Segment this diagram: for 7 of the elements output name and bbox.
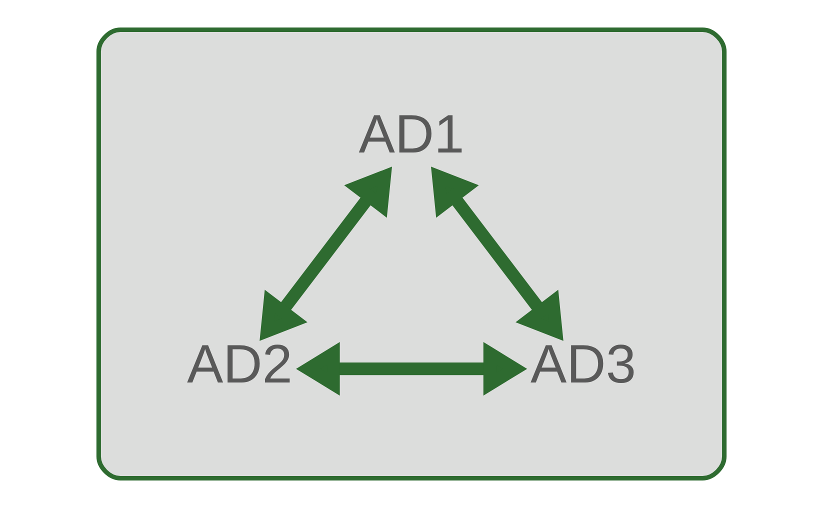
node-text: AD3 xyxy=(530,334,636,394)
cluster xyxy=(96,28,727,480)
arrow xyxy=(431,166,564,341)
node-text: AD1 xyxy=(358,104,464,165)
node-text: AD2 xyxy=(186,334,292,394)
arrow xyxy=(296,342,528,396)
arrow xyxy=(260,166,392,341)
